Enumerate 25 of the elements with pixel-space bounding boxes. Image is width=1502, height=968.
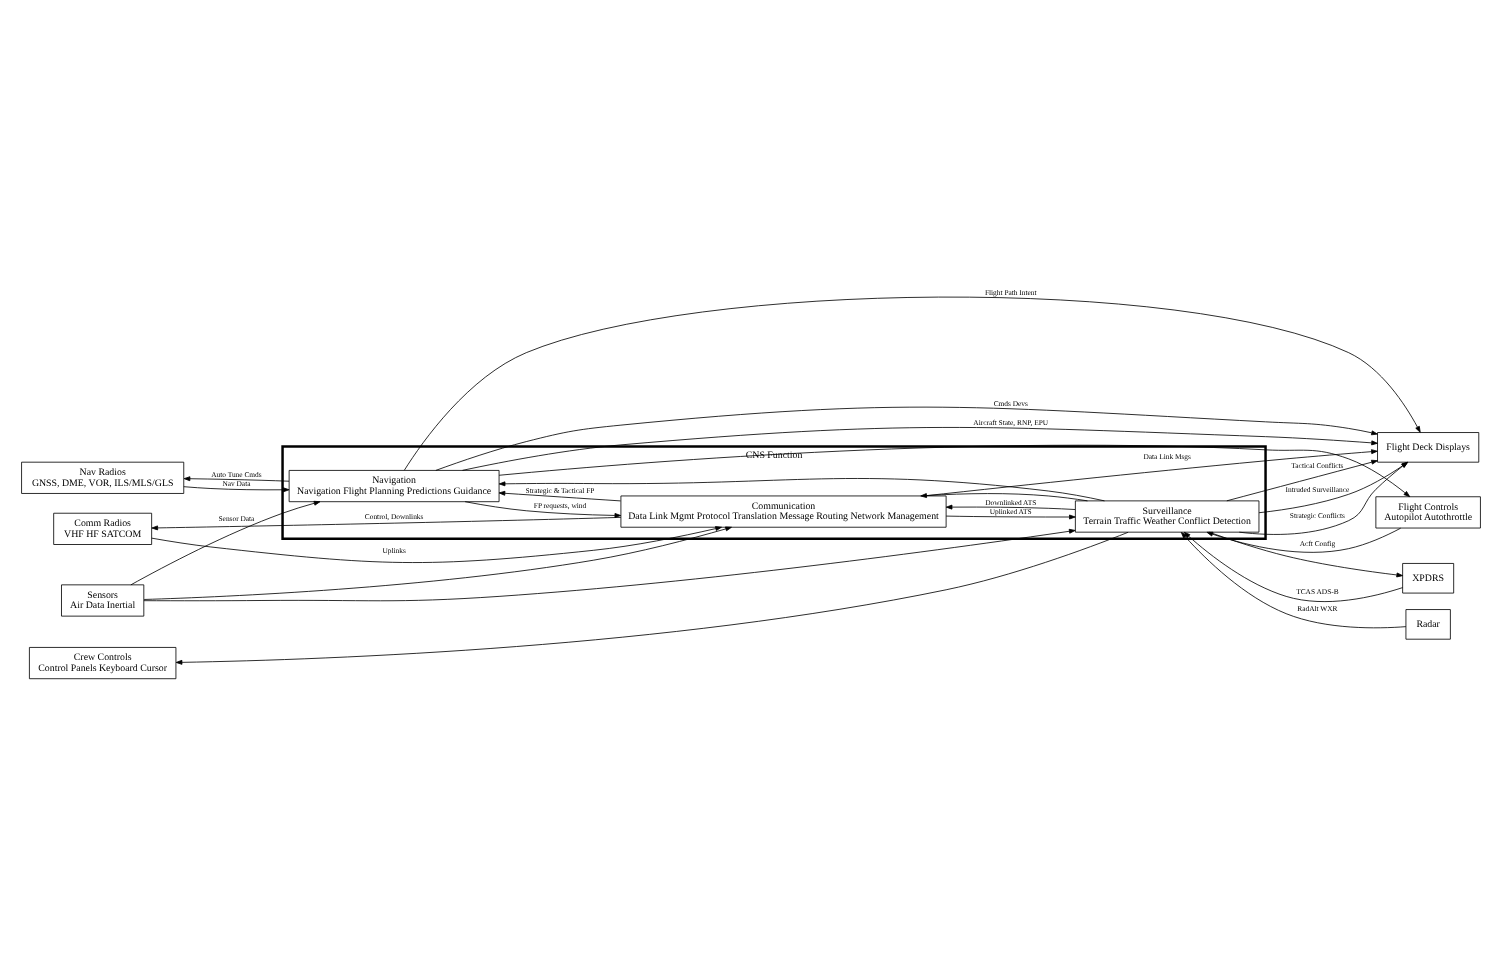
arrow <box>945 514 1076 520</box>
arrow <box>498 490 621 502</box>
arrow <box>143 526 732 600</box>
arrow <box>175 531 1129 665</box>
arrow <box>183 476 290 482</box>
arrow <box>462 427 1378 471</box>
arrow <box>183 486 290 493</box>
arrow <box>1183 531 1403 602</box>
arrow <box>1180 532 1407 629</box>
arrow <box>435 406 1378 471</box>
arrow <box>130 500 321 586</box>
arrow <box>1226 459 1378 502</box>
arrow <box>498 478 1105 502</box>
arrow <box>403 296 1421 471</box>
arrow <box>1208 531 1403 578</box>
arrow <box>1238 461 1408 535</box>
arrow <box>1258 461 1409 514</box>
arrow <box>143 528 1076 602</box>
arrow <box>498 444 1411 498</box>
arrow <box>945 504 1076 510</box>
arrow <box>1206 527 1402 553</box>
arrow <box>151 516 622 531</box>
arrow <box>920 493 1088 502</box>
arrow <box>464 501 622 518</box>
arrow <box>151 526 722 563</box>
